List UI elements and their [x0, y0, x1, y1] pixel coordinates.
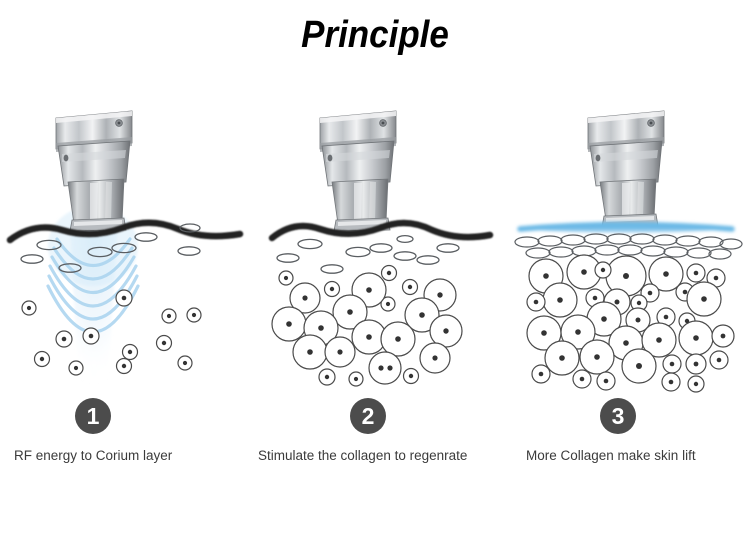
- skin-line: [268, 219, 494, 242]
- page-title: Principle: [301, 14, 449, 56]
- illustration-step-3: [514, 110, 743, 393]
- surface-cells: [276, 234, 460, 274]
- panel-step-3: 3 More Collagen make skin lift: [500, 96, 750, 496]
- panel-step-1: 1 RF energy to Corium layer: [0, 96, 250, 496]
- collagen-cells: [271, 264, 463, 387]
- step-caption-2: Stimulate the collagen to regenrate: [258, 448, 468, 463]
- panels-container: 1 RF energy to Corium layer: [0, 96, 750, 496]
- illustration-step-1: [6, 110, 244, 386]
- collagen-cells: [526, 254, 735, 393]
- step-caption-1: RF energy to Corium layer: [14, 448, 173, 463]
- rf-handpiece-device: [55, 110, 133, 232]
- surface-cells: [514, 233, 743, 260]
- surface-cells: [20, 223, 201, 273]
- skin-line: [6, 219, 244, 244]
- step-badge-1: 1: [75, 398, 111, 434]
- panel-step-2: 2 Stimulate the collagen to regenrate: [250, 96, 500, 496]
- step-badge-2: 2: [350, 398, 386, 434]
- rf-handpiece-device: [319, 110, 397, 232]
- step-caption-3: More Collagen make skin lift: [526, 448, 696, 463]
- illustration-step-2: [268, 110, 494, 387]
- lifted-skin-band: [517, 221, 735, 233]
- collagen-cells: [21, 289, 202, 376]
- rf-handpiece-device: [587, 110, 665, 228]
- step-badge-3: 3: [600, 398, 636, 434]
